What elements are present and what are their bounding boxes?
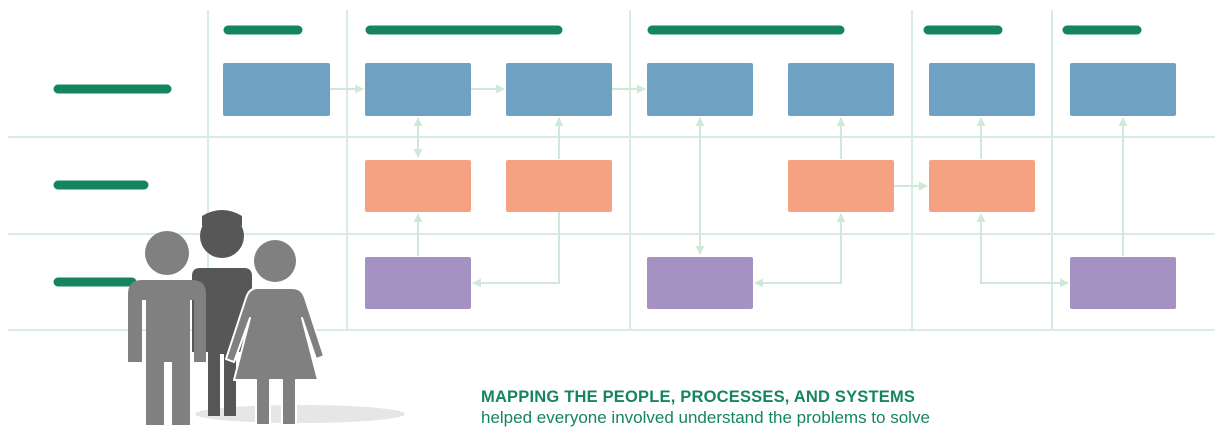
system-box bbox=[929, 63, 1035, 116]
caption-title: MAPPING THE PEOPLE, PROCESSES, AND SYSTE… bbox=[481, 388, 916, 406]
process-box bbox=[929, 160, 1035, 212]
system-box bbox=[223, 63, 330, 116]
system-box bbox=[506, 63, 612, 116]
arrow bbox=[472, 212, 560, 288]
process-box bbox=[365, 160, 471, 212]
arrow bbox=[754, 213, 846, 288]
system-box bbox=[365, 63, 471, 116]
people-row bbox=[365, 257, 1176, 309]
caption-subtitle: helped everyone involved understand the … bbox=[481, 408, 930, 427]
row-headers bbox=[53, 84, 172, 287]
process-row bbox=[365, 160, 1035, 212]
system-box bbox=[1070, 63, 1176, 116]
system-box bbox=[788, 63, 894, 116]
connectors bbox=[330, 84, 1128, 288]
people-box bbox=[1070, 257, 1176, 309]
person-left-icon bbox=[128, 231, 206, 425]
arrow bbox=[976, 213, 1069, 288]
person-dark-icon bbox=[192, 210, 252, 416]
caption: MAPPING THE PEOPLE, PROCESSES, AND SYSTE… bbox=[481, 387, 1181, 428]
person-woman-icon bbox=[225, 240, 325, 425]
people-box bbox=[365, 257, 471, 309]
system-row bbox=[223, 63, 1176, 116]
system-box bbox=[647, 63, 753, 116]
ground-shadow bbox=[195, 405, 405, 423]
people-group-icon bbox=[128, 210, 405, 425]
people-box bbox=[647, 257, 753, 309]
process-box bbox=[506, 160, 612, 212]
process-box bbox=[788, 160, 894, 212]
